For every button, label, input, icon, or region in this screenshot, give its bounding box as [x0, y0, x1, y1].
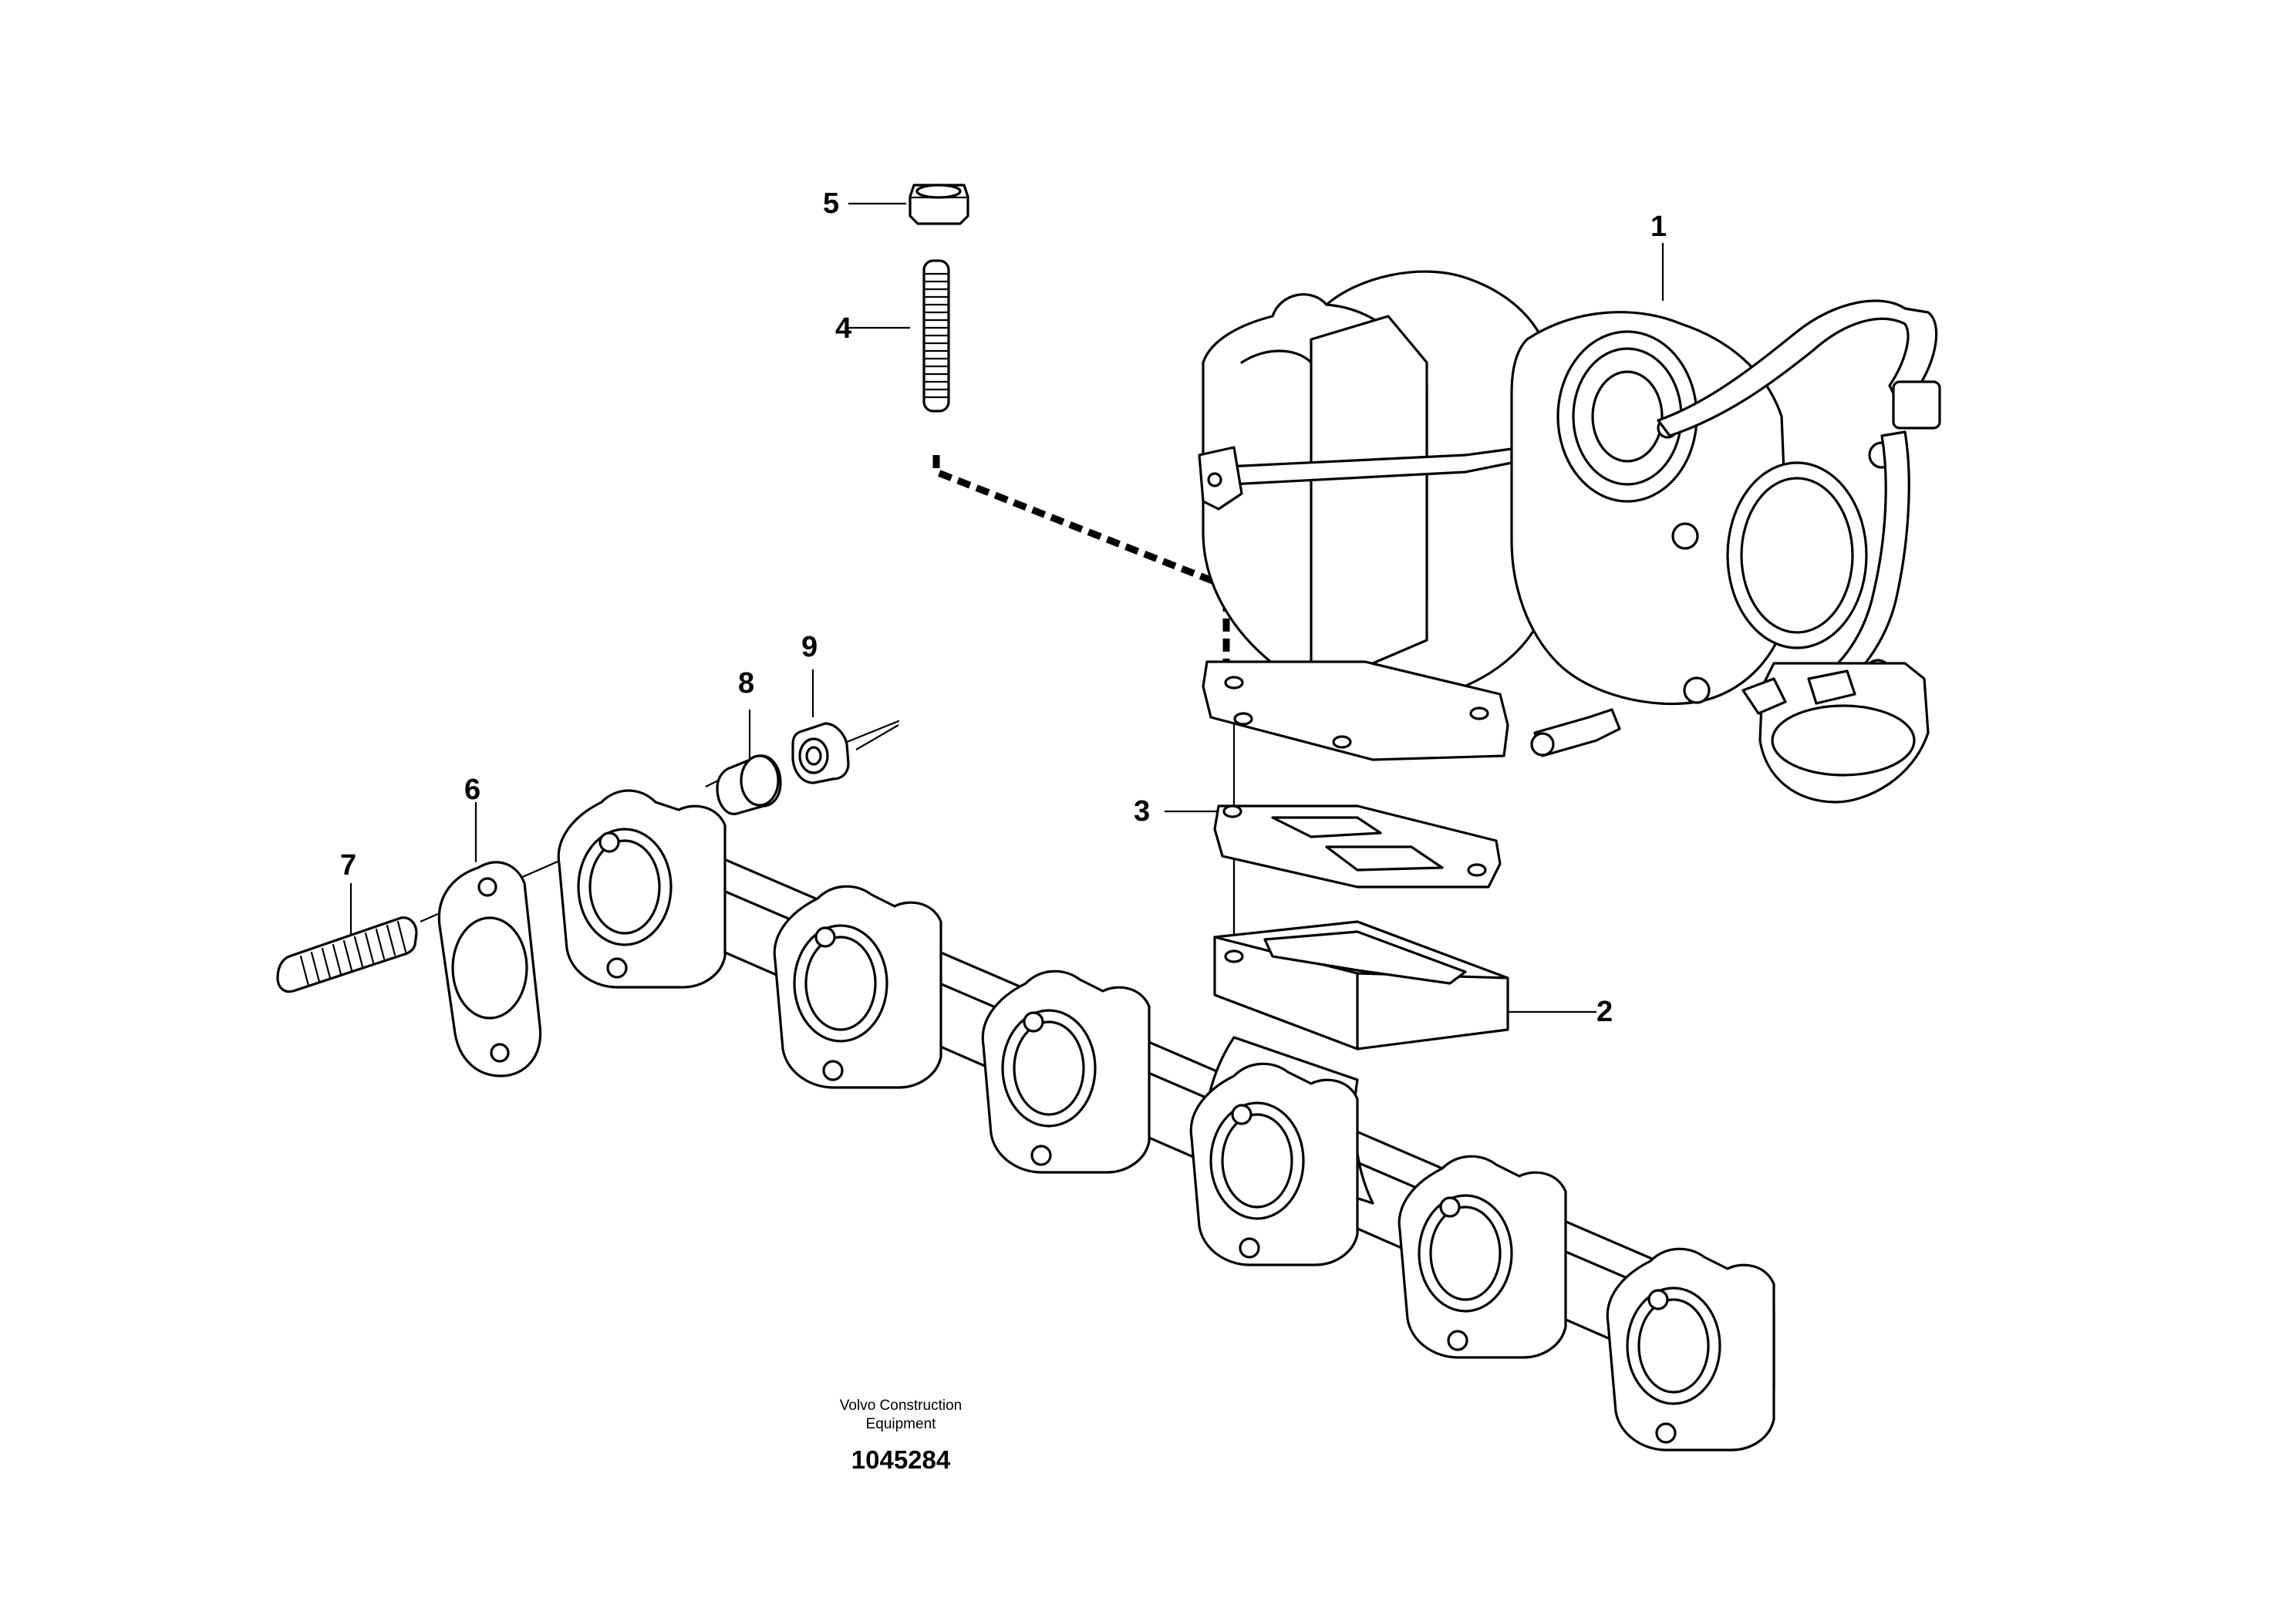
callout-3: 3 — [1134, 795, 1151, 828]
stud-part-4 — [922, 259, 950, 413]
manifold-port-flange-3 — [981, 969, 1151, 1174]
callout-8: 8 — [738, 667, 755, 700]
callout-9: 9 — [801, 631, 818, 663]
callout-2: 2 — [1596, 996, 1613, 1028]
manifold-port-flange-4 — [1189, 1062, 1359, 1266]
nut-9-thread-axis — [845, 720, 900, 744]
callout-6: 6 — [464, 774, 481, 806]
publisher-credit-line-2: Equipment — [865, 1416, 936, 1432]
drawing-number: 1045284 — [851, 1445, 951, 1474]
publisher-credit-line-1: Volvo Construction — [839, 1398, 963, 1414]
manifold-port-flange-6 — [1606, 1247, 1775, 1452]
alignment-dashed-line — [932, 455, 1230, 663]
nut-part-5 — [909, 184, 969, 225]
callout-7: 7 — [340, 849, 357, 882]
manifold-port-flange-2 — [773, 885, 942, 1089]
manifold-port-flange-1 — [557, 789, 727, 989]
turbocharger-part-1 — [1198, 270, 1941, 804]
exhaust-manifold — [557, 789, 1775, 1452]
port-gasket-part-6 — [437, 861, 542, 1077]
manifold-port-flange-5 — [1397, 1155, 1567, 1359]
nut-part-9 — [791, 722, 850, 784]
stud-part-7 — [276, 916, 418, 993]
spacer-part-2 — [1213, 920, 1509, 1050]
gasket-part-3 — [1213, 804, 1502, 889]
callout-4: 4 — [835, 312, 852, 345]
sleeve-part-8 — [716, 754, 782, 815]
callout-1: 1 — [1650, 211, 1667, 243]
callout-5: 5 — [823, 187, 840, 220]
